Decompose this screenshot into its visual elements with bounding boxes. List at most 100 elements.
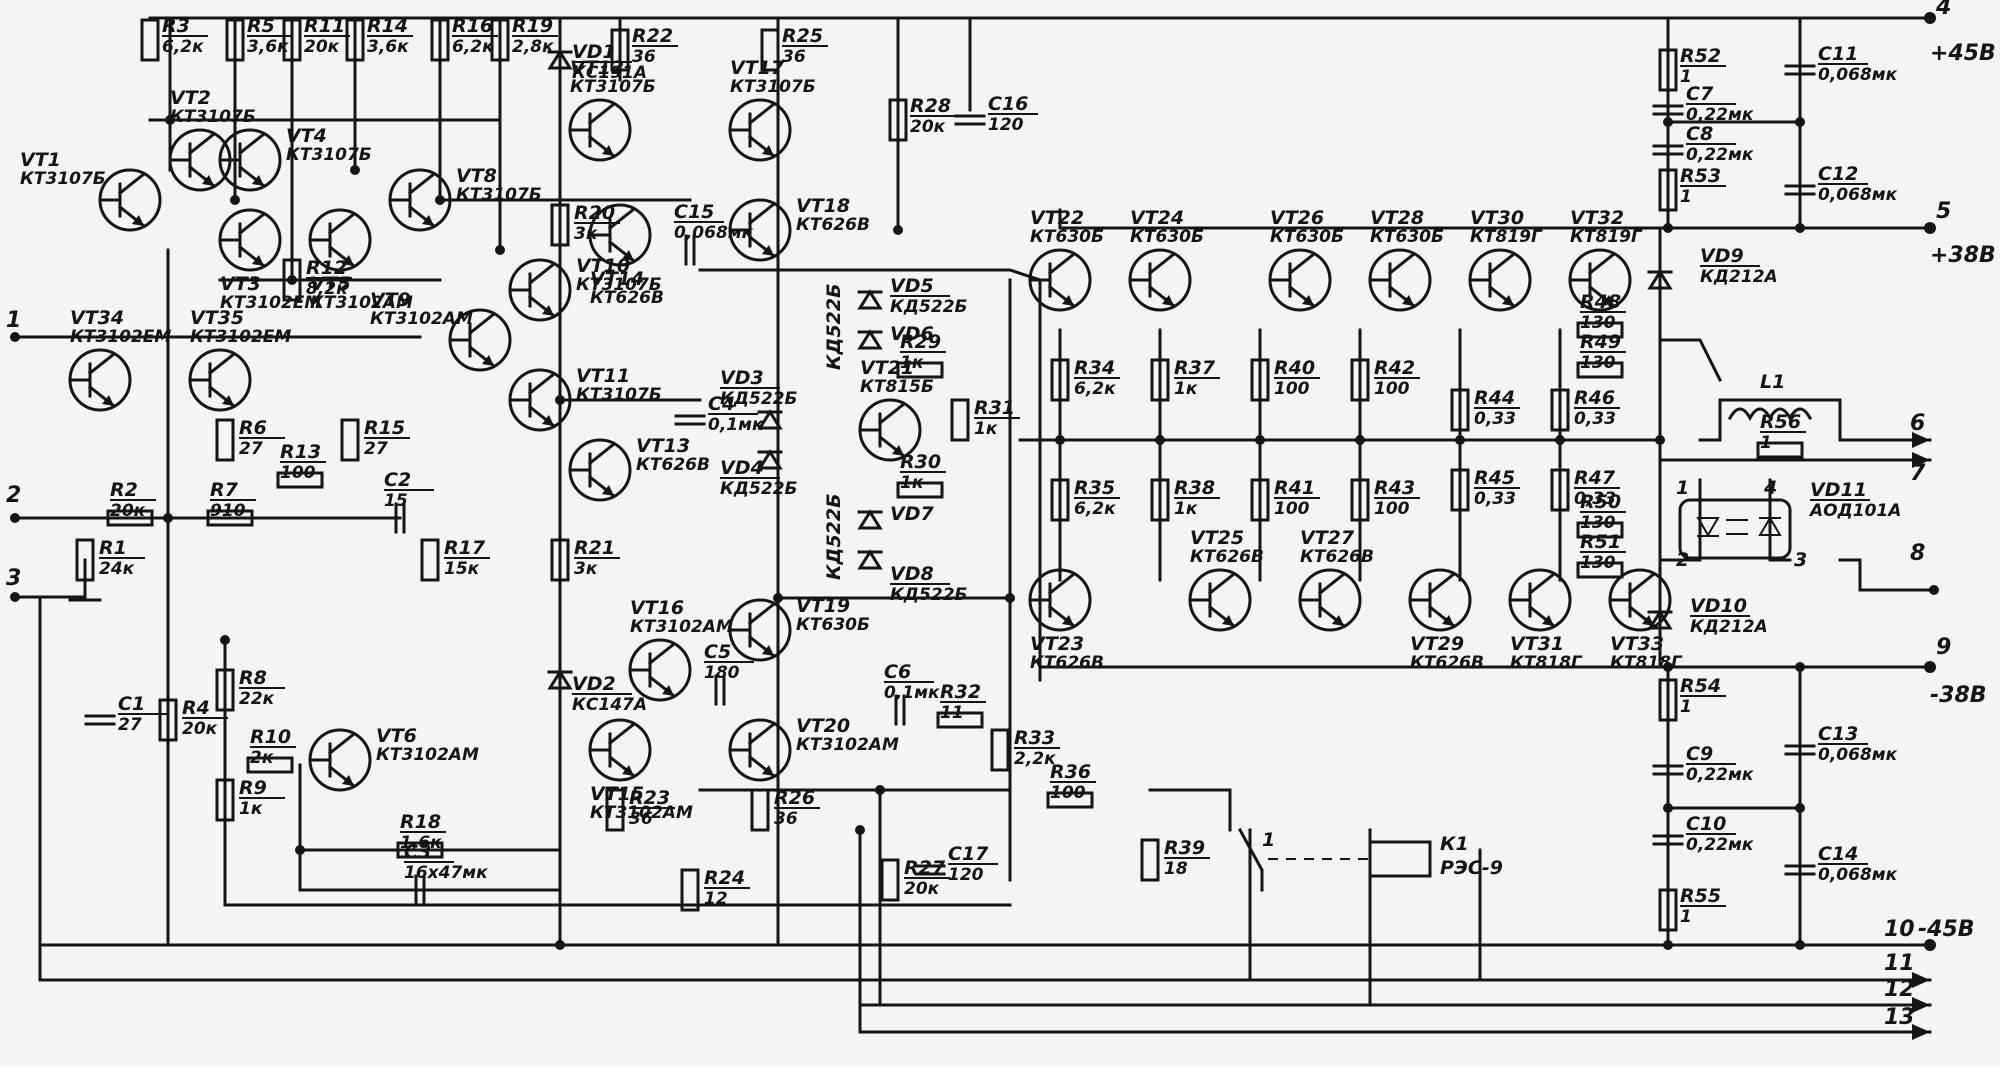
resistor-ref-r6: R6: [239, 417, 267, 439]
resistor-ref-r37: R37: [1174, 357, 1216, 379]
junction-dot: [1663, 117, 1673, 127]
rail-neg45-label: -45В: [1918, 917, 1975, 942]
junction-dot: [495, 245, 505, 255]
resistor-ref-r29: R29: [900, 331, 941, 353]
resistor-ref-r54: R54: [1680, 675, 1721, 697]
capacitor-c9: C90,22мк: [1652, 743, 1754, 785]
resistor-ref-r20: R20: [574, 202, 615, 224]
capacitor-c6: C60,1мк: [884, 661, 940, 726]
transistor-ref-vt17: VT17: [730, 57, 785, 79]
transistor-part-vt9: КТ3102АМ: [370, 309, 473, 329]
resistor-ref-r4: R4: [182, 697, 210, 719]
transistor-ref-vt27: VT27: [1300, 527, 1355, 549]
transistor-part-vt10: КТ3107Б: [576, 275, 662, 295]
capacitor-ref-c3: C3: [404, 841, 431, 863]
capacitor-value-c17: 120: [948, 865, 984, 885]
rail-pos38-pin: 5: [1936, 199, 1951, 224]
resistor-ref-r55: R55: [1680, 885, 1721, 907]
resistor-value-r18: 1,6к: [400, 833, 442, 853]
diode-side-labels: КД522Б КД522Б: [823, 283, 845, 580]
diode-part-vd3: КД522Б: [720, 389, 798, 409]
capacitor-value-c8: 0,22мк: [1686, 145, 1754, 165]
transistor-ref-vt13: VT13: [636, 435, 690, 457]
capacitor-value-c3: 16х47мк: [404, 863, 488, 883]
resistor-value-r12: 8,2к: [306, 279, 348, 299]
resistor-ref-r3: R3: [162, 15, 190, 37]
junction-dot: [773, 593, 783, 603]
diode-ref-vd1: VD1: [572, 41, 616, 63]
capacitor-ref-c16: C16: [988, 93, 1028, 115]
junction-dot: [1663, 662, 1673, 672]
transistor-part-vt2: КТ3107Б: [170, 107, 256, 127]
diode-part-vd11: АОД101А: [1808, 501, 1901, 521]
resistor-value-r49: 130: [1580, 353, 1616, 373]
resistor-r3: R36,2к: [140, 15, 208, 62]
rail-pos45-pin: 4: [1935, 0, 1951, 20]
resistor-value-r21: 3к: [574, 559, 598, 579]
resistor-value-r28: 20к: [910, 117, 946, 137]
resistor-ref-r28: R28: [910, 95, 951, 117]
resistor-value-r10: 2к: [250, 748, 274, 768]
resistor-value-r16: 6,2к: [452, 37, 494, 57]
resistor-ref-r23: R23: [629, 787, 670, 809]
transistor-ref-vt14: VT14: [590, 268, 644, 290]
resistor-value-r54: 1: [1680, 697, 1692, 717]
transistor-part-vt27: КТ626В: [1300, 547, 1374, 567]
capacitor-ref-c10: C10: [1686, 813, 1726, 835]
resistor-value-r42: 100: [1374, 379, 1410, 399]
resistor-ref-r12: R12: [306, 257, 347, 279]
relay-k1: К1 РЭС-9 1: [1237, 827, 1503, 892]
junction-dot: [1795, 940, 1805, 950]
rail-pos38-label: +38В: [1930, 243, 1996, 268]
resistor-ref-r31: R31: [974, 397, 1015, 419]
resistor-value-r33: 2,2к: [1014, 749, 1056, 769]
capacitor-value-c15: 0,068мк: [674, 223, 754, 243]
resistor-value-r22: 36: [632, 47, 656, 67]
resistor-ref-r38: R38: [1174, 477, 1215, 499]
transistor-part-vt19: КТ630Б: [796, 615, 870, 635]
transistor-part-vt8: КТ3107Б: [456, 185, 542, 205]
terminal-13: 13: [1884, 1005, 1915, 1030]
transistor-part-vt1: КТ3107Б: [20, 169, 106, 189]
wiring: [13, 16, 1932, 1034]
resistor-r5: R53,6к: [225, 15, 293, 62]
resistor-value-r38: 1к: [1174, 499, 1198, 519]
junction-dot: [165, 115, 175, 125]
terminal-1: 1: [6, 308, 21, 333]
resistor-value-r7: 910: [210, 501, 246, 521]
resistor-ref-r46: R46: [1574, 387, 1615, 409]
resistor-value-r43: 100: [1374, 499, 1410, 519]
opto-pin-2: 2: [1676, 549, 1689, 571]
resistor-ref-r35: R35: [1074, 477, 1115, 499]
transistor-ref-vt26: VT26: [1270, 207, 1324, 229]
resistor-value-r45: 0,33: [1474, 489, 1516, 509]
resistor-ref-r5: R5: [247, 15, 275, 37]
resistor-value-r52: 1: [1680, 67, 1692, 87]
resistor-ref-r49: R49: [1580, 331, 1621, 353]
resistor-ref-r9: R9: [239, 777, 267, 799]
terminal-8: 8: [1910, 541, 1925, 566]
capacitor-value-c4: 0,1мк: [708, 415, 764, 435]
